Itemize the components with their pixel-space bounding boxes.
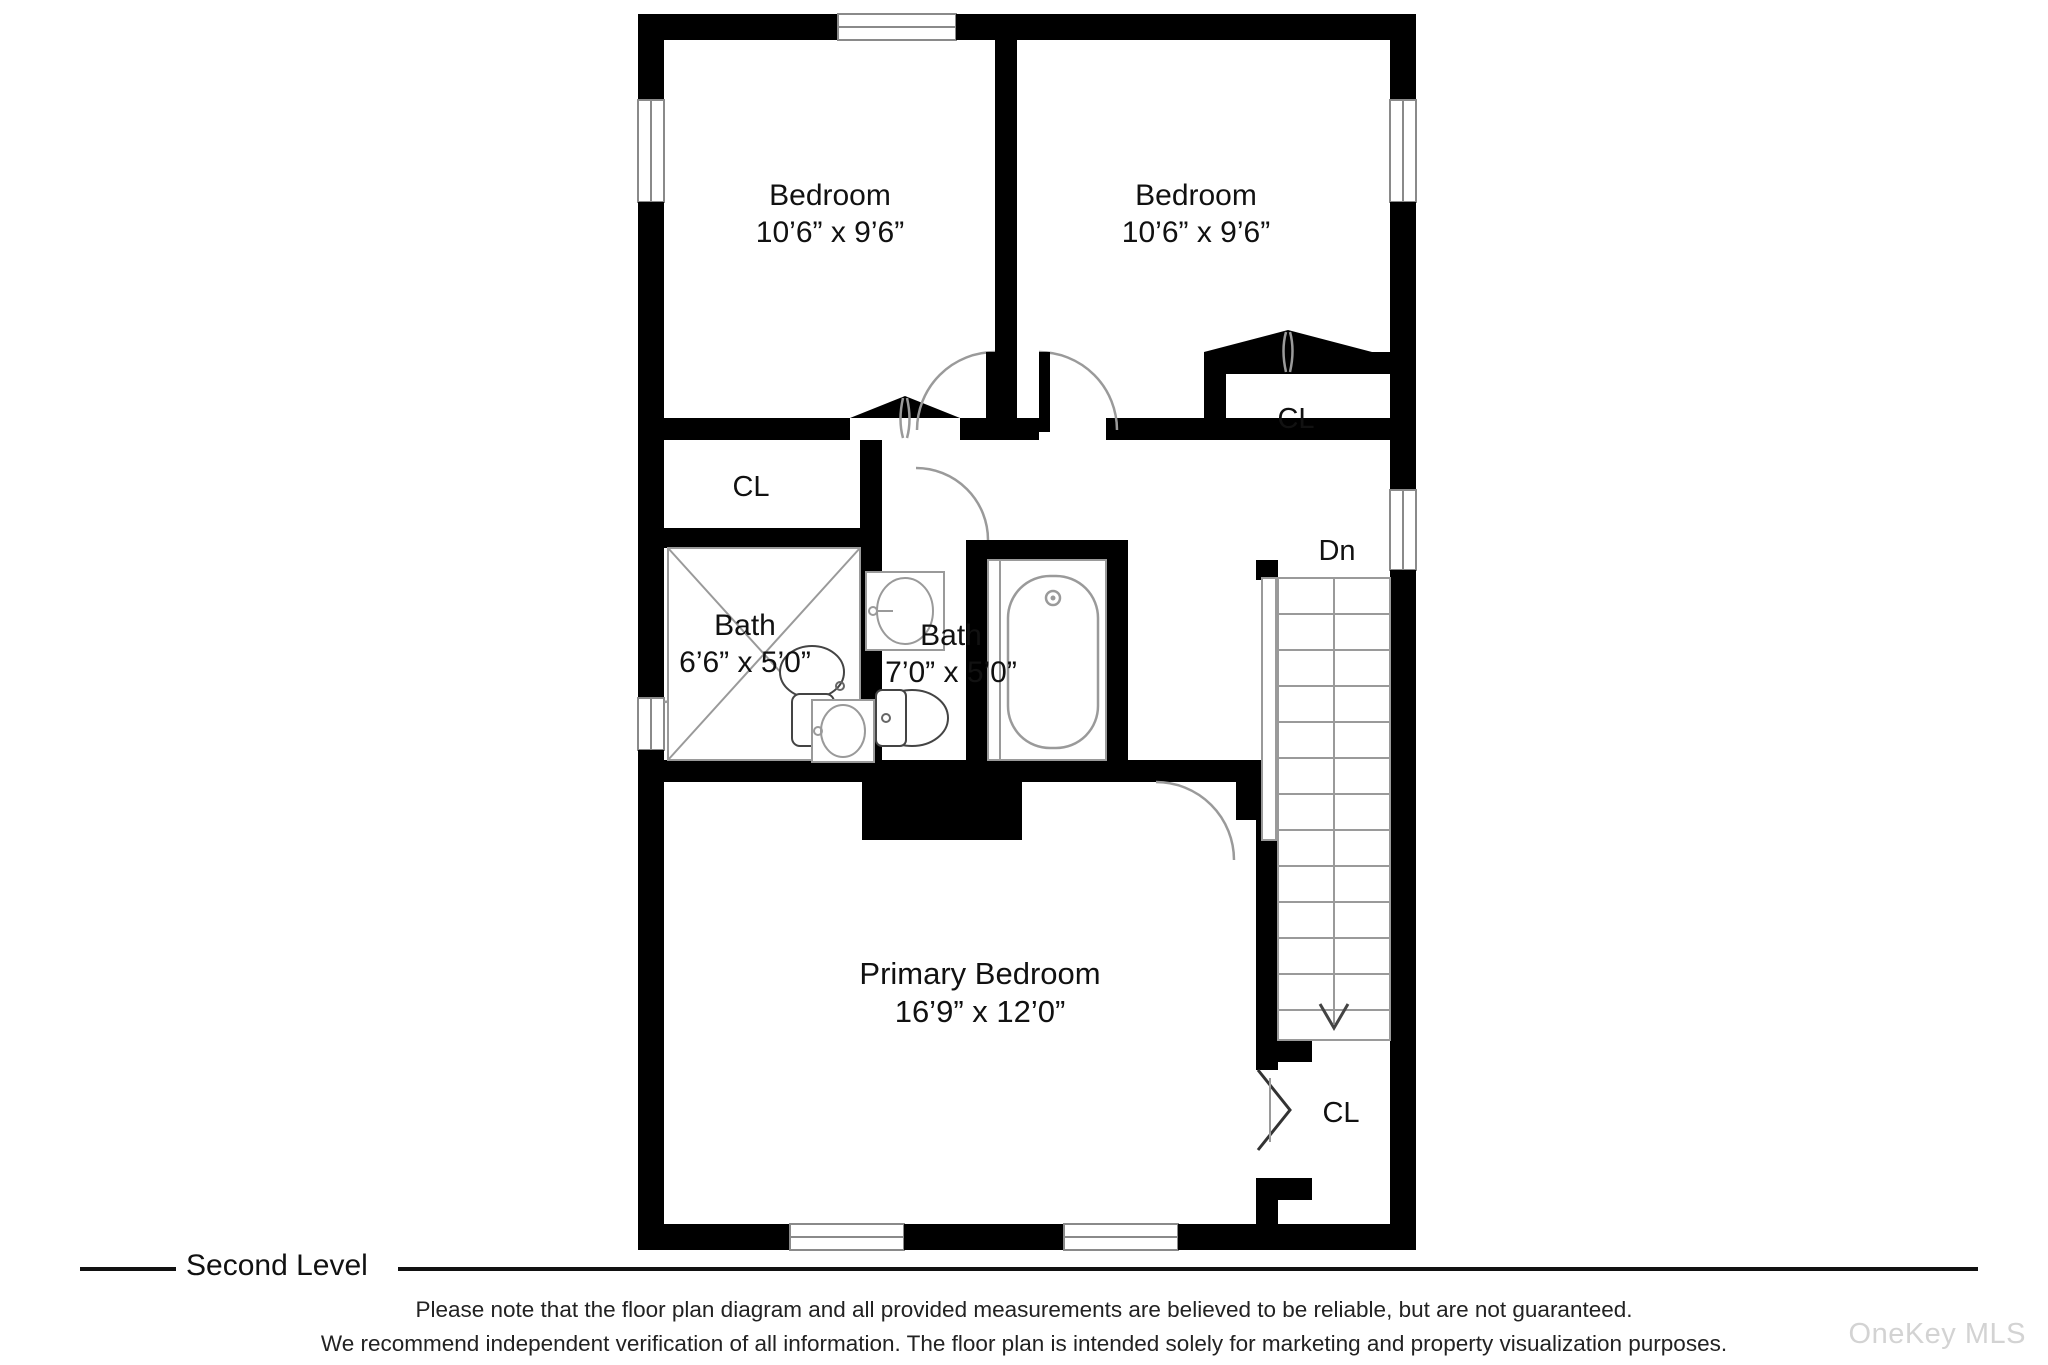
room-dimensions: 7’0” x 5’0” (885, 655, 1017, 689)
stairs-direction-label: Dn (1318, 535, 1356, 567)
bathtub (987, 559, 1107, 761)
room-dimensions: 6’6” x 5’0” (679, 645, 811, 679)
room-name: Primary Bedroom (859, 956, 1101, 991)
disclaimer-line-2: We recommend independent verification of… (320, 1331, 1728, 1356)
divider-line-left (80, 1267, 176, 1271)
room-name: Bedroom (769, 179, 891, 212)
onekey-mls-watermark: OneKey MLS (1848, 1318, 2026, 1350)
level-title: Second Level (186, 1249, 368, 1282)
room-dimensions: 10’6” x 9’6” (755, 215, 905, 249)
floor-plan-footer: Second Level Please note that the floor … (0, 1245, 2048, 1365)
divider-line-right (398, 1267, 1978, 1271)
room-dimensions: 16’9” x 12’0” (894, 993, 1066, 1029)
interior-walls (664, 14, 1416, 1224)
room-name: Bath (920, 619, 982, 652)
room-label-bedroom-right: Bedroom 10’6” x 9’6” (1122, 178, 1270, 251)
staircase (1261, 577, 1391, 1041)
closet-label-right: CL (1277, 403, 1315, 435)
floor-plan-svg (637, 13, 1417, 1251)
room-name: Bedroom (1135, 179, 1257, 212)
disclaimer-line-1: Please note that the floor plan diagram … (415, 1297, 1633, 1322)
bath-sink-toilet-cluster (779, 571, 949, 763)
closet-label-primary: CL (1322, 1097, 1360, 1129)
room-label-primary-bedroom: Primary Bedroom 16’9” x 12’0” (859, 955, 1100, 1031)
room-label-bedroom-left: Bedroom 10’6” x 9’6” (756, 178, 904, 251)
room-label-bath-left: Bath 6’6” x 5’0” (679, 608, 811, 681)
closet-label-left: CL (732, 471, 770, 503)
level-divider: Second Level (0, 1245, 2048, 1291)
room-name: Bath (714, 609, 776, 642)
room-dimensions: 10’6” x 9’6” (1121, 215, 1271, 249)
exterior-walls (637, 13, 1417, 1251)
floor-plan-drawing: Bedroom 10’6” x 9’6” Bedroom 10’6” x 9’6… (637, 13, 1417, 1251)
room-label-bath-right: Bath 7’0” x 5’0” (885, 618, 1017, 691)
